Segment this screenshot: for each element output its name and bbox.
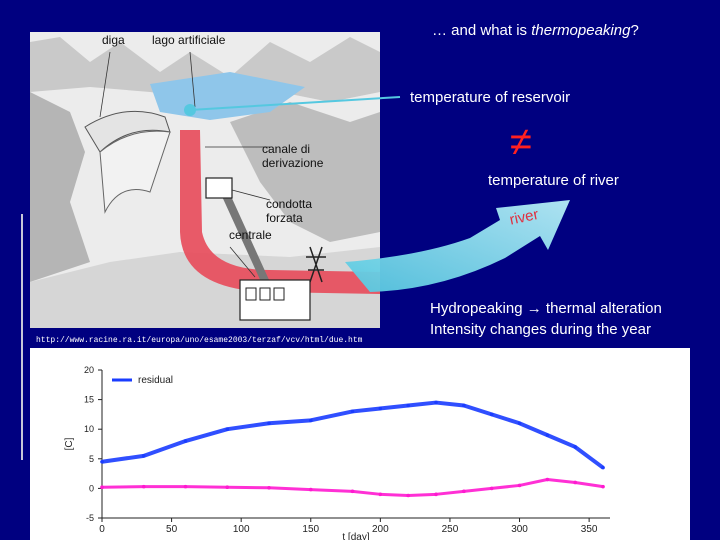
chart-background — [30, 348, 690, 540]
series-point-1 — [573, 480, 578, 485]
series-point-0 — [308, 418, 313, 423]
hydropeaking-text: Hydropeaking → thermal alteration Intens… — [430, 298, 662, 340]
series-point-0 — [225, 427, 230, 431]
series-point-1 — [225, 485, 230, 490]
series-point-1 — [183, 484, 188, 489]
series-point-1 — [517, 483, 522, 488]
dam-face — [99, 130, 171, 214]
series-point-0 — [517, 421, 522, 426]
thermal-alteration-term: thermal alteration — [541, 300, 662, 317]
reservoir-temperature-label: temperature of reservoir — [410, 89, 571, 106]
series-point-0 — [267, 421, 271, 426]
series-point-1 — [434, 492, 438, 497]
hydropower-schematic: diga lago artificiale canale di derivazi… — [30, 32, 380, 328]
dam-wall — [84, 110, 171, 153]
leader-dam — [99, 51, 111, 118]
hydropeaking-line-2: Intensity changes during the year — [430, 321, 651, 338]
reservoir-pointer-dot — [184, 104, 196, 116]
plant-window — [259, 287, 271, 301]
hydropeaking-term: Hydropeaking — [430, 300, 527, 317]
x-tick-label: 100 — [233, 524, 250, 535]
title-emphasis: thermopeaking — [531, 22, 631, 39]
x-tick-label: 250 — [442, 524, 459, 535]
pylon-icon — [306, 246, 326, 283]
river-arrow — [345, 200, 570, 292]
series-line-0 — [101, 400, 605, 470]
label-canal-2: derivazione — [262, 156, 324, 170]
label-penstock-2: forzata — [266, 211, 303, 225]
series-point-0 — [183, 439, 188, 443]
series-point-1 — [406, 493, 410, 498]
right-arrow-icon: → — [526, 300, 542, 317]
series-point-0 — [545, 433, 550, 437]
title-prefix: … and what is — [432, 22, 532, 39]
x-tick-label: 50 — [166, 524, 178, 535]
label-penstock-1: condotta — [266, 197, 312, 211]
series-point-1 — [545, 477, 550, 482]
series-point-1 — [489, 486, 494, 491]
x-axis-label: t [day] — [342, 532, 369, 540]
plant-window — [245, 287, 257, 301]
label-lake: lago artificiale — [152, 33, 226, 47]
series-point-1 — [462, 489, 466, 494]
series-point-0 — [601, 465, 605, 470]
series-point-0 — [100, 459, 104, 464]
plant-window — [273, 287, 285, 301]
hydropeaking-line-1: Hydropeaking → thermal alteration — [430, 298, 662, 319]
slide-title: … and what is thermopeaking? — [432, 22, 639, 39]
label-dam: diga — [102, 33, 125, 47]
series-point-1 — [350, 489, 355, 494]
series-point-0 — [141, 454, 146, 458]
leader-penstock — [231, 189, 271, 201]
series-point-1 — [141, 484, 146, 489]
label-canal-1: canale di — [262, 142, 310, 156]
series-point-1 — [308, 487, 313, 492]
series-point-1 — [100, 485, 104, 490]
x-tick-label: 150 — [302, 524, 319, 535]
legend-label: residual — [138, 375, 173, 386]
y-axis-label: [C] — [64, 437, 75, 450]
series-point-1 — [601, 484, 605, 489]
y-tick-label: 15 — [84, 395, 94, 405]
x-tick-label: 350 — [581, 524, 598, 535]
y-tick-label: 0 — [89, 483, 94, 493]
left-accent-bar — [21, 214, 23, 460]
mountain-right — [230, 102, 380, 242]
y-tick-label: 20 — [84, 365, 94, 375]
x-tick-label: 200 — [372, 524, 389, 535]
not-equal-symbol: ≠ — [510, 120, 532, 164]
series-line-1 — [101, 478, 604, 498]
leader-lake — [189, 51, 196, 108]
x-tick-label: 0 — [99, 524, 105, 535]
surge-tank — [205, 177, 233, 199]
series-point-1 — [267, 486, 271, 490]
source-url[interactable]: http://www.racine.ra.it/europa/uno/esame… — [36, 336, 363, 345]
title-suffix: ? — [630, 22, 639, 39]
series-point-0 — [378, 406, 383, 411]
series-point-0 — [573, 445, 578, 449]
series-point-0 — [489, 412, 494, 417]
river-temperature-label: temperature of river — [488, 172, 619, 189]
reservoir-pointer-line — [189, 96, 401, 111]
x-tick-label: 300 — [511, 524, 528, 535]
y-tick-label: 10 — [84, 424, 94, 434]
penstock-pipe — [220, 192, 270, 284]
series-point-0 — [406, 403, 410, 408]
label-plant: centrale — [229, 228, 272, 242]
leader-plant — [229, 246, 256, 278]
series-point-0 — [434, 400, 438, 405]
series-point-0 — [350, 409, 355, 414]
y-tick-label: 5 — [89, 454, 94, 464]
series-point-1 — [378, 492, 383, 497]
series-point-0 — [462, 403, 466, 408]
mountain-left — [30, 92, 90, 282]
y-tick-label: -5 — [86, 513, 94, 523]
